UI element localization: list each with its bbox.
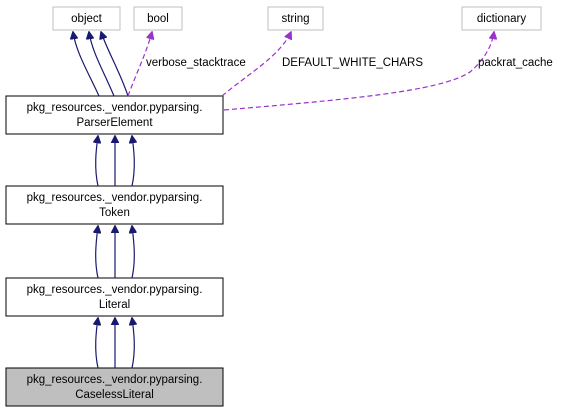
inheritance-edges-token-parser-element [96, 136, 135, 187]
node-dictionary[interactable]: dictionary [461, 6, 542, 31]
node-token-line2: Token [99, 207, 130, 219]
node-dictionary-label: dictionary [477, 13, 526, 25]
inheritance-edges-caseless-literal-literal [96, 318, 135, 369]
usage-edge [221, 32, 291, 97]
edge-label-verbose-stacktrace: verbose_stacktrace [146, 57, 246, 69]
node-parser-element-line2: ParserElement [76, 117, 153, 129]
node-caseless-literal-line1: pkg_resources._vendor.pyparsing. [27, 374, 203, 386]
node-caseless-literal[interactable]: pkg_resources._vendor.pyparsing. Caseles… [5, 367, 224, 407]
node-bool[interactable]: bool [133, 6, 183, 31]
inheritance-edges-literal-token [96, 226, 135, 279]
node-string[interactable]: string [267, 6, 324, 31]
usage-edge [127, 32, 152, 97]
node-string-label: string [281, 13, 309, 25]
inheritance-edge [132, 318, 134, 369]
inheritance-edge [89, 32, 115, 97]
node-token[interactable]: pkg_resources._vendor.pyparsing. Token [5, 185, 224, 225]
inheritance-edge [101, 32, 129, 97]
edge-label-packrat-cache: packrat_cache [478, 57, 553, 69]
inheritance-edge [132, 136, 134, 187]
node-token-line1: pkg_resources._vendor.pyparsing. [27, 192, 203, 204]
inheritance-edge [73, 32, 100, 97]
inheritance-edge [132, 226, 134, 279]
node-literal-line2: Literal [99, 299, 130, 311]
usage-edge-verbose-stacktrace: verbose_stacktrace [127, 32, 246, 97]
inheritance-edges-parser-element-object [73, 32, 129, 97]
usage-edge [223, 32, 494, 111]
node-object-label: object [71, 13, 102, 25]
node-literal[interactable]: pkg_resources._vendor.pyparsing. Literal [5, 277, 224, 317]
node-parser-element-line1: pkg_resources._vendor.pyparsing. [27, 102, 203, 114]
node-caseless-literal-line2: CaselessLiteral [75, 389, 154, 401]
inheritance-edge [96, 136, 98, 187]
node-bool-label: bool [147, 13, 169, 25]
usage-edge-default-white-chars: DEFAULT_WHITE_CHARS [221, 32, 423, 97]
edge-label-default-white-chars: DEFAULT_WHITE_CHARS [282, 57, 423, 69]
inheritance-edge [96, 318, 98, 369]
node-literal-line1: pkg_resources._vendor.pyparsing. [27, 284, 203, 296]
inheritance-edge [96, 226, 98, 279]
node-parser-element[interactable]: pkg_resources._vendor.pyparsing. ParserE… [5, 95, 224, 135]
usage-edge-packrat-cache: packrat_cache [223, 32, 553, 111]
node-object[interactable]: object [52, 6, 121, 31]
